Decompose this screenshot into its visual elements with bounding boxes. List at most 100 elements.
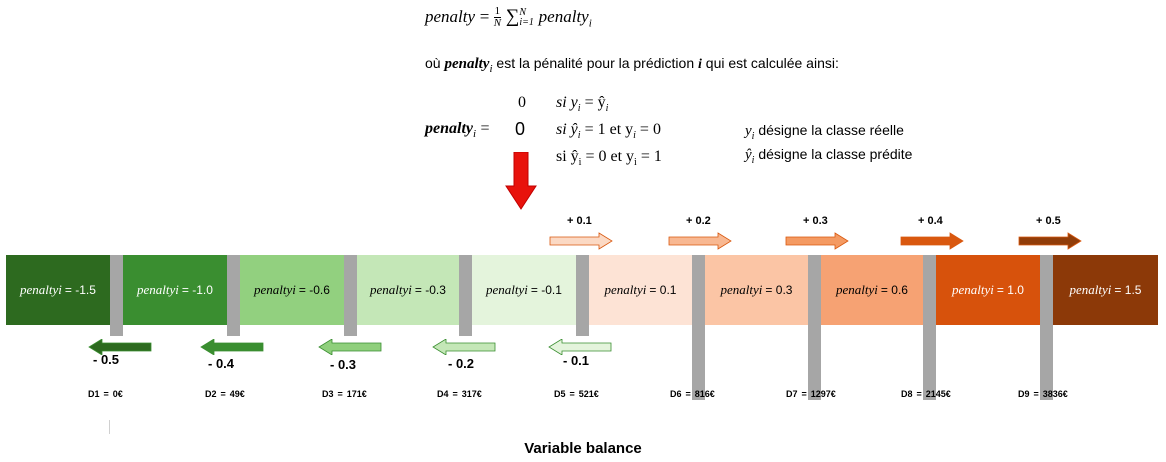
decile-name: D7 bbox=[786, 389, 798, 399]
segment-label: penaltyi bbox=[720, 282, 763, 297]
penalty-symbol: penalty bbox=[425, 7, 476, 26]
decile-equals: = bbox=[452, 389, 458, 399]
note2-var: ŷ bbox=[745, 147, 752, 163]
decrease-label: - 0.4 bbox=[208, 356, 235, 371]
decile-value: 1297€ bbox=[810, 389, 836, 399]
note-predicted-class: ŷi désigne la classe prédite bbox=[745, 146, 913, 166]
where-i: i bbox=[698, 57, 702, 72]
decile-equals: = bbox=[569, 389, 575, 399]
decile-equals: = bbox=[1033, 389, 1039, 399]
segment-value: = 0.1 bbox=[649, 283, 677, 297]
segment-value: = -1.0 bbox=[181, 283, 213, 297]
right-arrow-icon bbox=[549, 232, 613, 250]
segment-value: = -1.5 bbox=[64, 283, 96, 297]
penalty-segment: penaltyi= -0.3 bbox=[357, 255, 459, 325]
right-arrow-icon bbox=[785, 232, 849, 250]
sum-sign: ∑ bbox=[505, 6, 520, 27]
decrease-label: - 0.3 bbox=[330, 357, 357, 372]
where-text-2: qui est calculée ainsi: bbox=[705, 55, 839, 71]
penalty-segment: penaltyi= -1.5 bbox=[6, 255, 110, 325]
penalty-segment: penaltyi= -0.6 bbox=[240, 255, 344, 325]
decile-separator bbox=[576, 255, 589, 336]
case-row2-cond-c: = 0 bbox=[639, 121, 661, 138]
note-real-class: yi désigne la classe réelle bbox=[745, 122, 904, 142]
decile-equals: = bbox=[801, 389, 807, 399]
decile-value: 0€ bbox=[112, 389, 123, 399]
decile-label: D4=317€ bbox=[437, 389, 482, 399]
decile-label: D1=0€ bbox=[88, 389, 123, 399]
cases-lhs-var: penalty bbox=[425, 120, 473, 137]
decile-name: D1 bbox=[88, 389, 100, 399]
formula-explanation: où penaltyi est la pénalité pour la préd… bbox=[425, 55, 839, 75]
segment-label: penaltyi bbox=[836, 282, 878, 297]
penalty-segment: penaltyi= 0.3 bbox=[705, 255, 808, 325]
where-sub: i bbox=[489, 62, 493, 75]
fraction: 1 N bbox=[493, 5, 502, 30]
case-row1-value: 0 bbox=[518, 94, 526, 111]
decile-equals: = bbox=[916, 389, 922, 399]
decile-label: D3=171€ bbox=[322, 389, 367, 399]
increase-label: + 0.4 bbox=[918, 215, 943, 227]
right-arrow-icon bbox=[668, 232, 732, 250]
decile-name: D4 bbox=[437, 389, 449, 399]
decile-separator bbox=[459, 255, 472, 336]
axis-label: Variable balance bbox=[524, 440, 642, 457]
sum-sup: N bbox=[519, 6, 527, 18]
segment-value: = 0.3 bbox=[765, 283, 793, 297]
segment-label: penaltyi bbox=[1069, 282, 1112, 297]
decile-name: D6 bbox=[670, 389, 682, 399]
decile-value: 816€ bbox=[694, 389, 715, 399]
case-row2-condition: si ŷi = 1 et yi = 0 bbox=[556, 121, 661, 142]
segment-label: penaltyi bbox=[952, 282, 994, 297]
decile-separator bbox=[227, 255, 240, 336]
decile-equals: = bbox=[220, 389, 226, 399]
decile-value: 171€ bbox=[346, 389, 367, 399]
increase-label: + 0.3 bbox=[803, 215, 828, 227]
left-arrow-icon bbox=[88, 339, 152, 355]
decile-separator bbox=[110, 255, 123, 336]
decile-name: D8 bbox=[901, 389, 913, 399]
cases-lhs: penaltyi = bbox=[425, 120, 490, 141]
case-row1-condition: si yi = ŷi bbox=[556, 94, 609, 115]
left-arrow-icon bbox=[200, 339, 264, 355]
case-row3-cond-c: = 1 bbox=[640, 148, 662, 165]
increase-label: + 0.5 bbox=[1036, 215, 1061, 227]
penalty-segment: penaltyi= -0.1 bbox=[472, 255, 576, 325]
penalty-term-sub: i bbox=[588, 17, 592, 30]
decile-separator bbox=[692, 255, 705, 400]
segment-label: penaltyi bbox=[604, 282, 647, 297]
where-var: penalty bbox=[444, 56, 490, 72]
decile-value: 2145€ bbox=[925, 389, 951, 399]
segment-label: penaltyi bbox=[370, 282, 412, 297]
decile-separator bbox=[1040, 255, 1053, 400]
segment-value: = -0.1 bbox=[530, 283, 562, 297]
increase-label: + 0.2 bbox=[686, 215, 711, 227]
decile-name: D3 bbox=[322, 389, 334, 399]
penalty-segment: penaltyi= 1.0 bbox=[936, 255, 1040, 325]
segment-value: = -0.3 bbox=[414, 283, 446, 297]
case-row1-cond-a: si y bbox=[556, 94, 578, 111]
segment-value: = -0.6 bbox=[298, 283, 330, 297]
right-arrow-icon bbox=[1018, 232, 1082, 250]
decile-name: D9 bbox=[1018, 389, 1030, 399]
case-row1-cond-b: = ŷ bbox=[584, 94, 606, 111]
left-tick bbox=[109, 420, 110, 434]
decile-value: 49€ bbox=[229, 389, 245, 399]
note1-var: y bbox=[745, 123, 752, 139]
decile-value: 317€ bbox=[461, 389, 482, 399]
segment-label: penaltyi bbox=[486, 282, 528, 297]
decile-label: D5=521€ bbox=[554, 389, 599, 399]
fraction-denominator: N bbox=[493, 17, 502, 30]
decrease-label: - 0.5 bbox=[93, 352, 120, 367]
red-down-arrow-icon bbox=[505, 152, 537, 210]
sum-sub: i=1 bbox=[519, 16, 534, 28]
case-row2-cond-a: si ŷ bbox=[556, 121, 578, 138]
where-prefix: où bbox=[425, 55, 441, 71]
note1-text: désigne la classe réelle bbox=[758, 122, 904, 138]
where-text-1: est la pénalité pour la prédiction bbox=[496, 55, 695, 71]
decile-name: D5 bbox=[554, 389, 566, 399]
penalty-segment: penaltyi= 0.6 bbox=[821, 255, 923, 325]
case-row2-cond-b: = 1 et y bbox=[584, 121, 634, 138]
case-row3-condition: si ŷi = 0 et yi = 1 bbox=[556, 148, 662, 169]
